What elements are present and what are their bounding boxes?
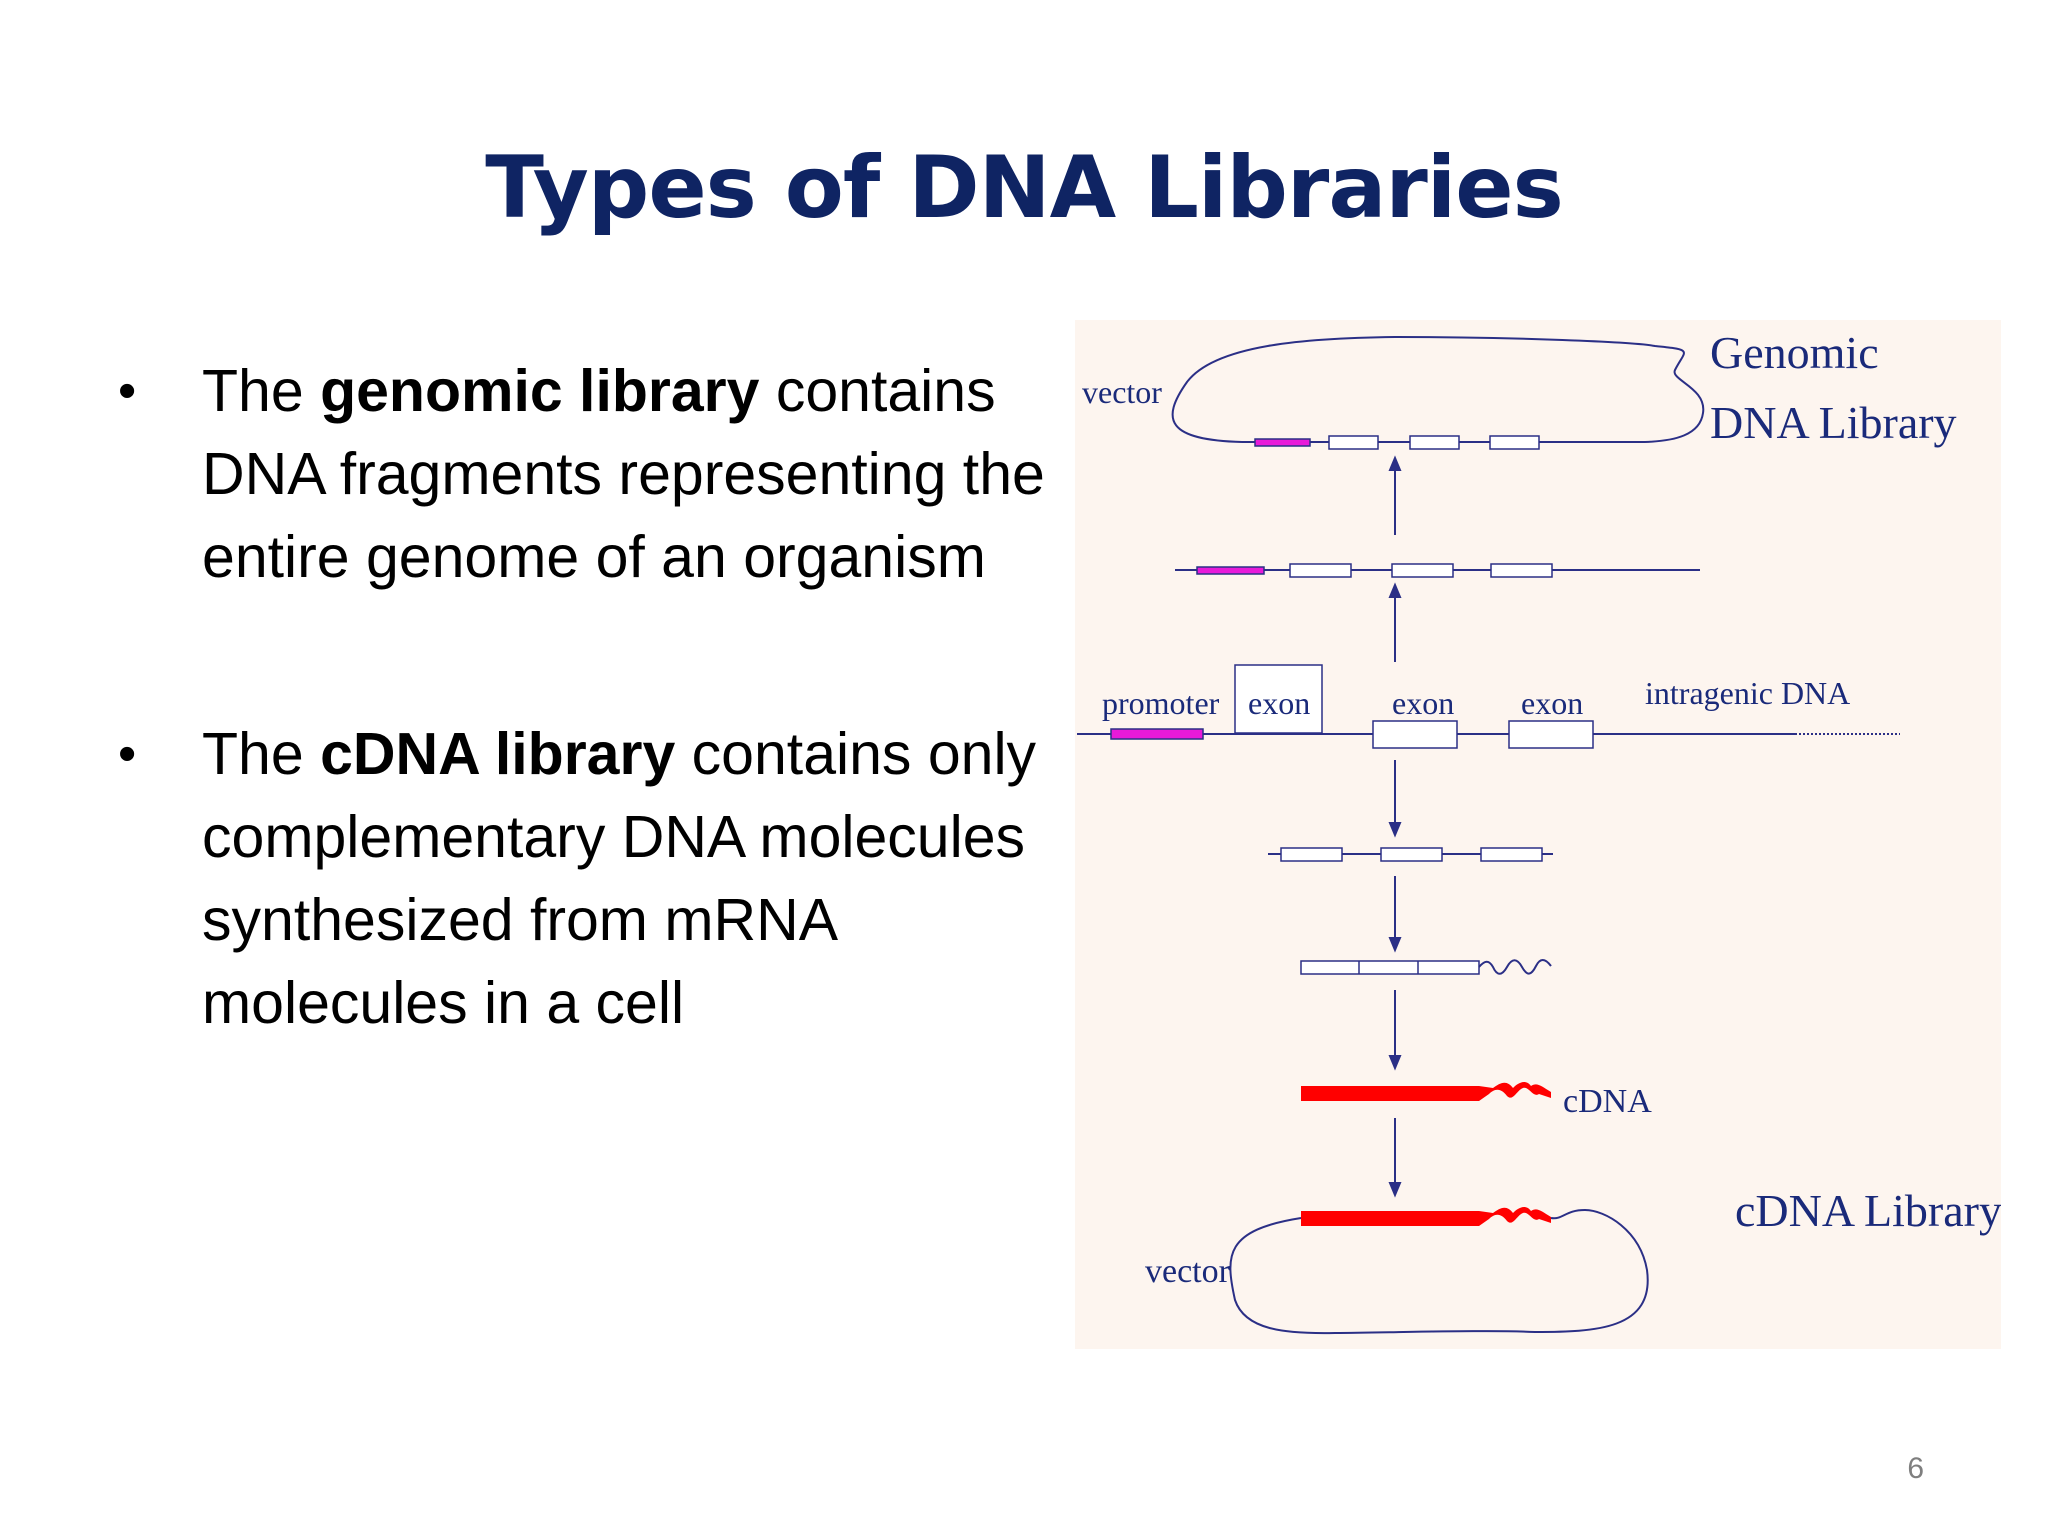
exon-box <box>1391 563 1454 578</box>
bullet-text-prefix: The <box>202 721 321 787</box>
bullet-term: cDNA library <box>320 721 676 787</box>
exon-label: exon <box>1248 685 1310 721</box>
exon-box <box>1372 720 1458 749</box>
arrow-down-icon <box>1388 990 1402 1071</box>
cdna-vector-loop <box>1229 1207 1649 1335</box>
exon-box <box>1289 563 1352 578</box>
arrow-up-icon <box>1388 455 1402 535</box>
bullet-text-suffix: contains DNA fragments representing the … <box>202 358 1045 590</box>
promoter-segment <box>1110 728 1204 740</box>
exon-box <box>1280 847 1343 862</box>
cdna-molecule <box>1301 1082 1551 1101</box>
exon-label: exon <box>1392 685 1454 721</box>
exon-box <box>1480 847 1543 862</box>
mrna-with-polya-tail <box>1300 959 1552 975</box>
exon-box <box>1328 435 1379 450</box>
cdna-insert-tail <box>1479 1207 1551 1226</box>
genomic-dna-row <box>1077 664 1900 749</box>
exon-label-box <box>1234 664 1323 734</box>
promoter-label: promoter <box>1102 685 1220 721</box>
promoter-segment <box>1196 566 1265 575</box>
intragenic-dna-label: intragenic DNA <box>1645 675 1850 711</box>
genomic-vector-loop <box>1171 335 1705 443</box>
bullet-text-suffix: contains only complementary DNA molecule… <box>202 721 1037 1036</box>
exon-box <box>1489 435 1540 450</box>
bullet-cdna-library: • The cDNA library contains only complem… <box>118 713 1108 1045</box>
bullet-term: genomic library <box>320 358 760 424</box>
bullet-icon: • <box>118 725 137 783</box>
arrow-up-icon <box>1388 582 1402 662</box>
bullet-icon: • <box>118 362 137 420</box>
diagram-svg: vector Genomic DNA Library <box>1075 320 2001 1349</box>
page-number: 6 <box>1907 1452 1924 1485</box>
diagram-background <box>1075 320 2001 1349</box>
genomic-library-label-line1: Genomic <box>1710 327 1879 378</box>
vector-label-bottom: vector <box>1145 1253 1231 1290</box>
exon-box <box>1380 847 1443 862</box>
bullet-list: • The genomic library contains DNA fragm… <box>118 350 1108 1045</box>
cdna-label: cDNA <box>1563 1083 1652 1120</box>
slide-title: Types of DNA Libraries <box>485 138 1564 238</box>
exon-box <box>1490 563 1553 578</box>
cdna-vector-path <box>1229 1208 1649 1335</box>
spliced-mrna <box>1300 960 1480 975</box>
fragment-row <box>1175 563 1700 578</box>
cdna-library-label: cDNA Library <box>1735 1185 2001 1236</box>
exon-box <box>1409 435 1460 450</box>
exon-label: exon <box>1521 685 1583 721</box>
promoter-segment <box>1254 438 1311 447</box>
mrna-exon-row <box>1268 847 1553 862</box>
cdna-tail <box>1479 1082 1551 1101</box>
vector-label-top: vector <box>1082 374 1162 410</box>
genomic-library-label-line2: DNA Library <box>1710 397 1957 448</box>
arrow-down-icon <box>1388 760 1402 838</box>
bullet-text-prefix: The <box>202 358 321 424</box>
bullet-genomic-library: • The genomic library contains DNA fragm… <box>118 350 1108 599</box>
cdna-insert <box>1301 1211 1479 1226</box>
exon-box <box>1508 720 1594 749</box>
genomic-insert-row <box>1242 435 1645 450</box>
dna-library-diagram: vector Genomic DNA Library <box>1075 320 2001 1349</box>
arrow-down-icon <box>1388 1118 1402 1198</box>
polya-tail <box>1478 959 1552 975</box>
arrow-down-icon <box>1388 876 1402 953</box>
cdna-strand <box>1301 1086 1479 1101</box>
